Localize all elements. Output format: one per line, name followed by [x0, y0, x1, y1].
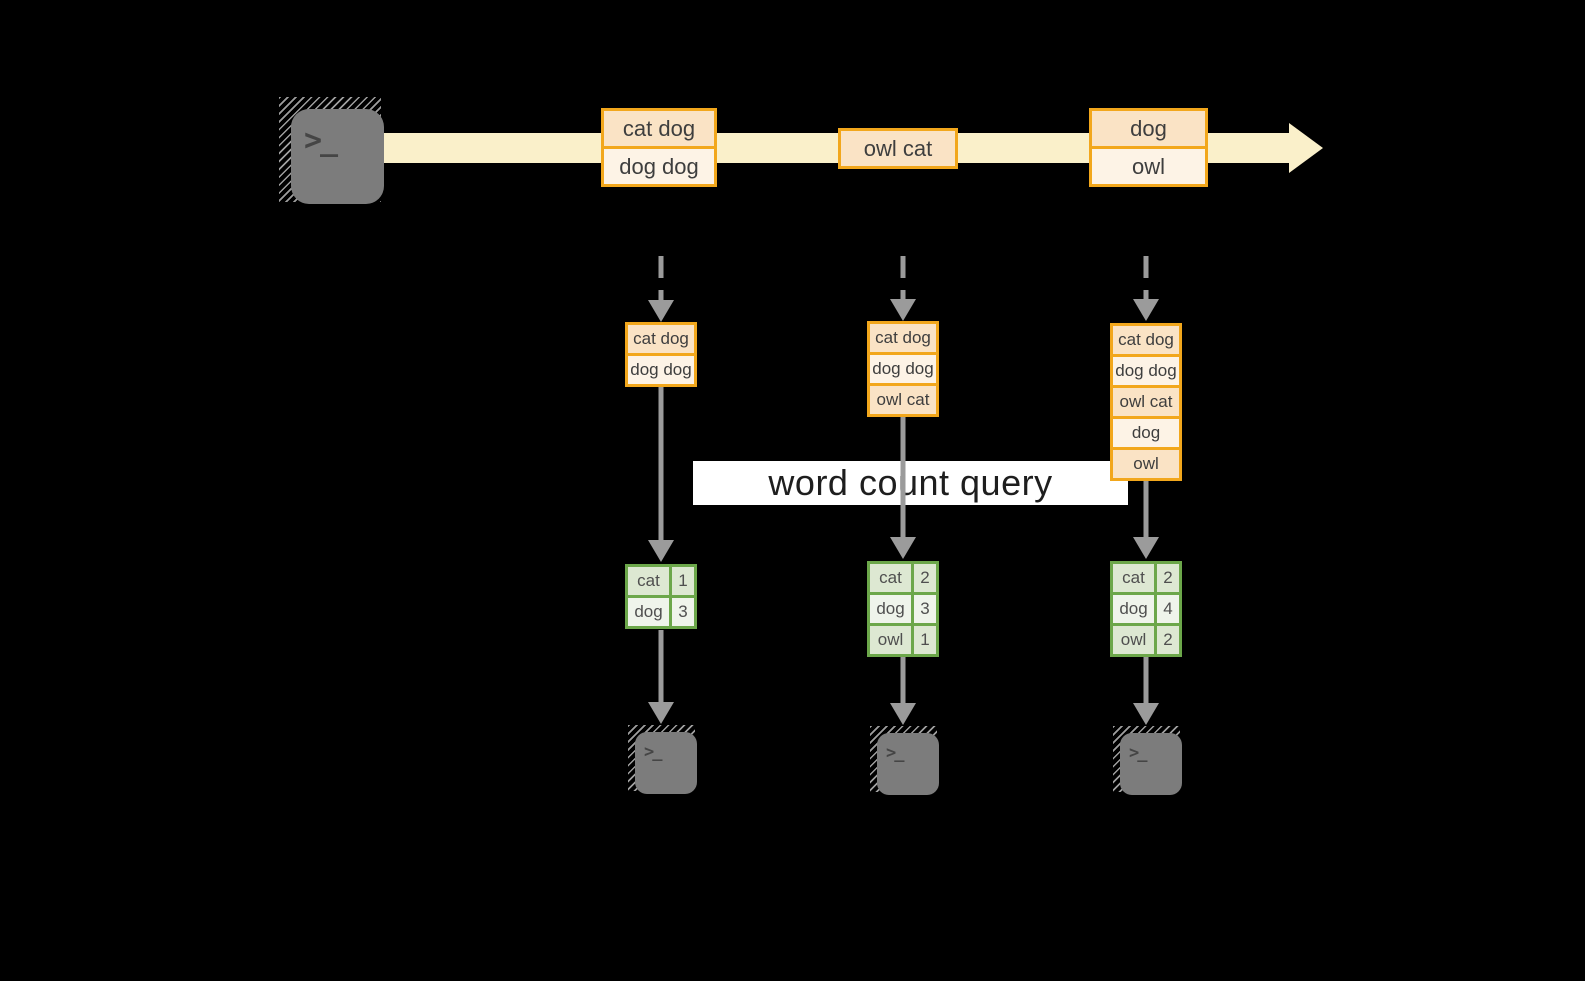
buffer-line: cat dog: [870, 324, 936, 352]
message-line: dog dog: [604, 149, 714, 184]
dashed-arrowhead-3: [1133, 299, 1159, 321]
count-word: dog: [870, 595, 911, 623]
buffer-line: owl: [1113, 450, 1179, 478]
count-value: 3: [672, 598, 694, 626]
buffer-line: cat dog: [1113, 326, 1179, 354]
terminal-prompt-glyph: >_: [644, 742, 663, 762]
buffer-line: owl cat: [870, 386, 936, 414]
terminal-screen: >_: [877, 733, 939, 795]
terminal-prompt-glyph: >_: [886, 743, 905, 763]
source-terminal-icon: >_: [279, 97, 384, 204]
count-word: cat: [628, 567, 669, 595]
buffer-line: dog dog: [870, 355, 936, 383]
buffer-line: owl cat: [1113, 388, 1179, 416]
buffer-stack-2: cat dog dog dog owl cat: [867, 321, 939, 417]
count-word: owl: [1113, 626, 1154, 654]
count-table-3: cat 2 dog 4 owl 2: [1110, 561, 1182, 657]
count-value: 2: [914, 564, 936, 592]
stream-message-2: owl cat: [838, 128, 958, 169]
buffer-line: cat dog: [628, 325, 694, 353]
count-value: 1: [672, 567, 694, 595]
buffer-stack-1: cat dog dog dog: [625, 322, 697, 387]
count-value: 2: [1157, 564, 1179, 592]
table-to-terminal-arrowhead-2: [890, 703, 916, 725]
output-terminal-icon-1: >_: [628, 725, 697, 794]
output-terminal-icon-2: >_: [870, 726, 939, 795]
count-value: 3: [914, 595, 936, 623]
stream-message-1: cat dog dog dog: [601, 108, 717, 187]
message-line: cat dog: [604, 111, 714, 146]
buffer-line: dog: [1113, 419, 1179, 447]
terminal-screen: >_: [635, 732, 697, 794]
query-banner-label: word count query: [768, 462, 1053, 503]
count-value: 2: [1157, 626, 1179, 654]
count-table-2: cat 2 dog 3 owl 1: [867, 561, 939, 657]
stream-message-3: dog owl: [1089, 108, 1208, 187]
count-word: owl: [870, 626, 911, 654]
count-value: 1: [914, 626, 936, 654]
table-to-terminal-arrowhead-1: [648, 702, 674, 724]
terminal-prompt-glyph: >_: [1129, 743, 1148, 763]
buffer-to-table-arrowhead-2: [890, 537, 916, 559]
message-line: owl: [1092, 149, 1205, 184]
count-value: 4: [1157, 595, 1179, 623]
terminal-screen: >_: [1120, 733, 1182, 795]
table-to-terminal-arrowhead-3: [1133, 703, 1159, 725]
message-line: owl cat: [841, 131, 955, 166]
buffer-to-table-arrowhead-1: [648, 540, 674, 562]
buffer-stack-3: cat dog dog dog owl cat dog owl: [1110, 323, 1182, 481]
count-word: cat: [870, 564, 911, 592]
stream-arrowhead: [1289, 123, 1323, 173]
count-word: dog: [1113, 595, 1154, 623]
terminal-screen: >_: [291, 109, 384, 204]
output-terminal-icon-3: >_: [1113, 726, 1182, 795]
dashed-arrowhead-1: [648, 300, 674, 322]
query-banner: word count query: [693, 461, 1128, 505]
count-word: dog: [628, 598, 669, 626]
buffer-to-table-arrowhead-3: [1133, 537, 1159, 559]
buffer-line: dog dog: [628, 356, 694, 384]
message-line: dog: [1092, 111, 1205, 146]
dashed-arrowhead-2: [890, 299, 916, 321]
count-table-1: cat 1 dog 3: [625, 564, 697, 629]
count-word: cat: [1113, 564, 1154, 592]
buffer-line: dog dog: [1113, 357, 1179, 385]
terminal-prompt-glyph: >_: [304, 123, 338, 158]
